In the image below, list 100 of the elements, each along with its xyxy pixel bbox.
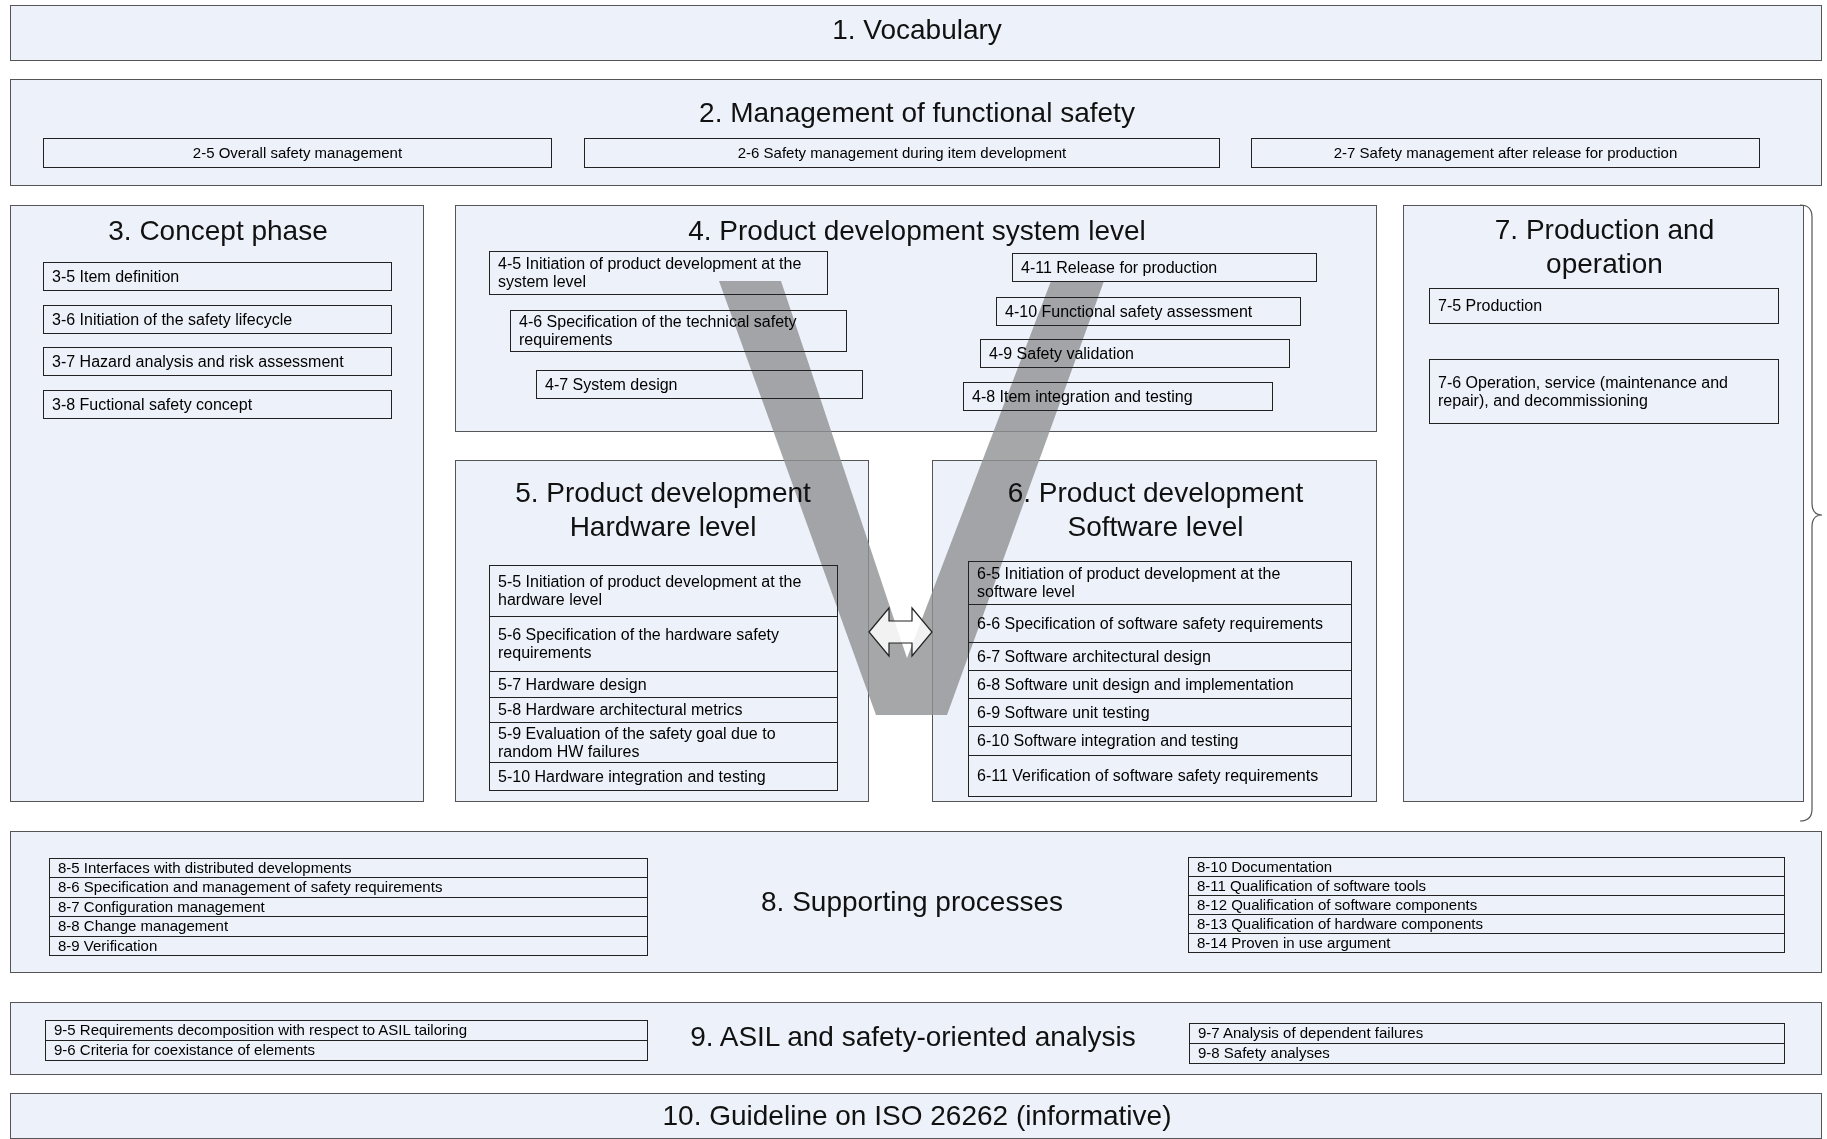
clause-text: 7-5 Production <box>1438 297 1543 315</box>
clause-text: 8-11 Qualification of software tools <box>1197 877 1426 895</box>
clause-box <box>968 642 1352 671</box>
section-panel <box>10 1002 1822 1075</box>
clause-box <box>1429 288 1779 324</box>
clause-text: 6-10 Software integration and testing <box>977 732 1239 750</box>
clause-text: 8-7 Configuration management <box>58 898 265 916</box>
clause-box <box>584 138 1220 168</box>
clause-text: 8-5 Interfaces with distributed developments <box>58 859 352 877</box>
clause-text: 2-6 Safety management during item development <box>737 144 1067 162</box>
clause-box <box>43 262 392 291</box>
clause-box <box>1012 253 1317 282</box>
clause-box <box>980 339 1290 368</box>
section-panel <box>10 831 1822 973</box>
clause-text: 9-5 Requirements decomposition with respect to ASIL tailoring <box>54 1022 467 1039</box>
clause-text: 4-9 Safety validation <box>989 344 1134 363</box>
clause-text: 8-9 Verification <box>58 937 158 955</box>
clause-box <box>45 1020 648 1041</box>
clause-text: 6-5 Initiation of product development at the software level <box>977 565 1282 601</box>
clause-box <box>49 877 648 898</box>
clause-box <box>489 762 838 791</box>
clause-text: 3-8 Fuctional safety concept <box>52 395 253 414</box>
clause-text: 3-6 Initiation of the safety lifecycle <box>52 310 293 329</box>
clause-box <box>489 616 838 672</box>
clause-box <box>49 916 648 937</box>
section-panel <box>455 205 1377 432</box>
clause-text: 8-13 Qualification of hardware components <box>1197 915 1483 933</box>
clause-box <box>49 935 648 956</box>
clause-box <box>1251 138 1760 168</box>
clause-box <box>1188 914 1785 934</box>
clause-text: 6-6 Specification of software safety requirements <box>977 614 1323 633</box>
clause-text: 2-5 Overall safety management <box>192 144 403 162</box>
clause-text: 6-9 Software unit testing <box>977 703 1150 722</box>
clause-text: 8-6 Specification and management of safety requirements <box>58 879 443 896</box>
section-panel <box>932 460 1377 802</box>
clause-text: 5-8 Hardware architectural metrics <box>498 701 743 719</box>
clause-text: 4-10 Functional safety assessment <box>1005 302 1253 321</box>
clause-text: 6-7 Software architectural design <box>977 647 1211 666</box>
clause-box <box>1189 1043 1785 1064</box>
clause-box <box>43 390 392 419</box>
clause-box <box>1188 933 1785 953</box>
clause-box <box>43 138 552 168</box>
clause-text: 3-5 Item definition <box>52 267 180 286</box>
section-title: 5. Product development Hardware level <box>514 476 812 544</box>
clause-box <box>1188 876 1785 896</box>
clause-box <box>1188 895 1785 915</box>
clause-text: 7-6 Operation, service (maintenance and repair), and decommissioning <box>1438 373 1729 410</box>
clause-box <box>968 698 1352 727</box>
section-title: 4. Product development system level <box>687 214 1147 248</box>
section-title: 8. Supporting processes <box>760 885 1064 919</box>
clause-text: 5-6 Specification of the hardware safety requirements <box>498 626 781 662</box>
clause-text: 2-7 Safety management after release for production <box>1333 144 1678 162</box>
section-title: 3. Concept phase <box>107 214 329 248</box>
clause-box <box>489 697 838 723</box>
clause-box <box>49 858 648 879</box>
clause-box <box>510 310 847 352</box>
clause-text: 8-14 Proven in use argument <box>1197 934 1391 952</box>
clause-box <box>1188 857 1785 877</box>
clause-box <box>968 755 1352 797</box>
section-title: 1. Vocabulary <box>831 13 1003 47</box>
clause-text: 4-11 Release for production <box>1021 258 1218 277</box>
section-title: 6. Product development Software level <box>1006 476 1305 544</box>
clause-text: 8-8 Change management <box>58 918 229 935</box>
clause-box <box>536 370 863 399</box>
clause-box <box>489 671 838 698</box>
clause-box <box>45 1040 648 1061</box>
section-title: 10. Guideline on ISO 26262 (informative) <box>661 1099 1173 1133</box>
clause-text: 5-7 Hardware design <box>498 675 647 694</box>
clause-box <box>489 251 828 295</box>
section-title: 2. Management of functional safety <box>698 96 1136 130</box>
section-panel <box>10 79 1822 186</box>
clause-text: 4-5 Initiation of product development at the system level <box>498 255 803 291</box>
section-panel <box>10 205 424 802</box>
clause-text: 5-10 Hardware integration and testing <box>498 767 766 786</box>
clause-box <box>968 726 1352 756</box>
clause-text: 6-8 Software unit design and implementation <box>977 675 1294 694</box>
section-title: 7. Production and operation <box>1493 213 1716 281</box>
clause-box <box>49 896 648 918</box>
clause-box <box>1189 1023 1785 1044</box>
clause-box <box>43 305 392 334</box>
clause-text: 4-7 System design <box>545 375 678 394</box>
clause-box <box>489 722 838 763</box>
clause-text: 9-6 Criteria for coexistance of elements <box>54 1042 315 1059</box>
clause-box <box>968 670 1352 699</box>
clause-text: 9-8 Safety analyses <box>1198 1045 1330 1062</box>
clause-box <box>996 297 1301 326</box>
clause-text: 4-8 Item integration and testing <box>972 387 1193 406</box>
double-arrow <box>868 606 933 658</box>
clause-box <box>963 382 1273 411</box>
clause-text: 8-10 Documentation <box>1197 858 1333 876</box>
section-panel <box>455 460 869 802</box>
clause-text: 4-6 Specification of the technical safety requirements <box>519 313 798 349</box>
clause-text: 8-12 Qualification of software components <box>1197 896 1478 914</box>
clause-text: 5-5 Initiation of product development at the hardware level <box>498 573 803 609</box>
clause-text: 9-7 Analysis of dependent failures <box>1198 1025 1424 1042</box>
section-panel <box>1403 205 1804 802</box>
clause-text: 5-9 Evaluation of the safety goal due to random HW failures <box>498 724 777 761</box>
clause-text: 6-11 Verification of software safety requirements <box>977 767 1319 785</box>
section-panel <box>10 1093 1822 1139</box>
clause-box <box>1429 359 1779 424</box>
